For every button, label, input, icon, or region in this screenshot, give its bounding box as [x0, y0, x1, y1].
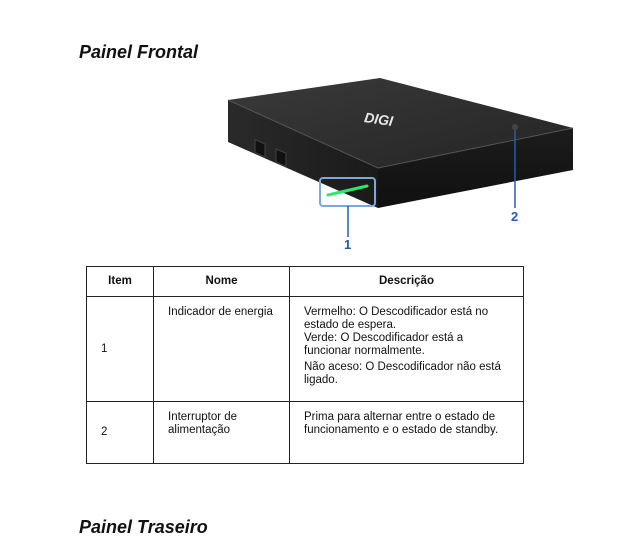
power-led-icon: [326, 184, 369, 197]
rear-panel-title: Painel Traseiro: [79, 517, 208, 537]
column-header-item: Item: [86, 266, 154, 297]
cell-item: 2: [86, 401, 154, 464]
table-row: 1 Indicador de energia Vermelho: O Desco…: [86, 296, 524, 402]
description-line: Não aceso: O Descodificador não está lig…: [304, 361, 501, 386]
column-header-name: Nome: [153, 266, 290, 297]
callout-label-2: 2: [511, 209, 519, 224]
description-line: Verde: O Descodificador está a funcionar…: [304, 332, 464, 357]
description-line: Vermelho: O Descodificador está no estad…: [304, 306, 489, 331]
device-left-side: [228, 100, 378, 208]
front-panel-table: Item Nome Descrição 1 Indicador de energ…: [86, 266, 524, 464]
table-header-row: Item Nome Descrição: [86, 266, 524, 297]
usb-port-icon: [275, 148, 287, 168]
power-button-icon: [512, 124, 518, 130]
device-edge: [227, 99, 574, 169]
callout-label-1: 1: [344, 237, 352, 252]
front-panel-title: Painel Frontal: [79, 42, 199, 62]
brand-logo: DIGI: [363, 109, 395, 129]
cell-item: 1: [86, 296, 154, 402]
cell-name: Interruptor de alimentação: [153, 401, 290, 464]
cell-description: Vermelho: O Descodificador está no estad…: [289, 296, 524, 402]
cell-description: Prima para alternar entre o estado de fu…: [289, 401, 524, 464]
description-line: Prima para alternar entre o estado de fu…: [304, 411, 499, 436]
set-top-box-illustration: DIGI: [227, 78, 574, 237]
cell-name: Indicador de energia: [153, 296, 290, 402]
table-row: 2 Interruptor de alimentação Prima para …: [86, 401, 524, 464]
usb-port-icon: [254, 138, 266, 158]
device-front: [378, 128, 573, 208]
column-header-description: Descrição: [289, 266, 524, 297]
